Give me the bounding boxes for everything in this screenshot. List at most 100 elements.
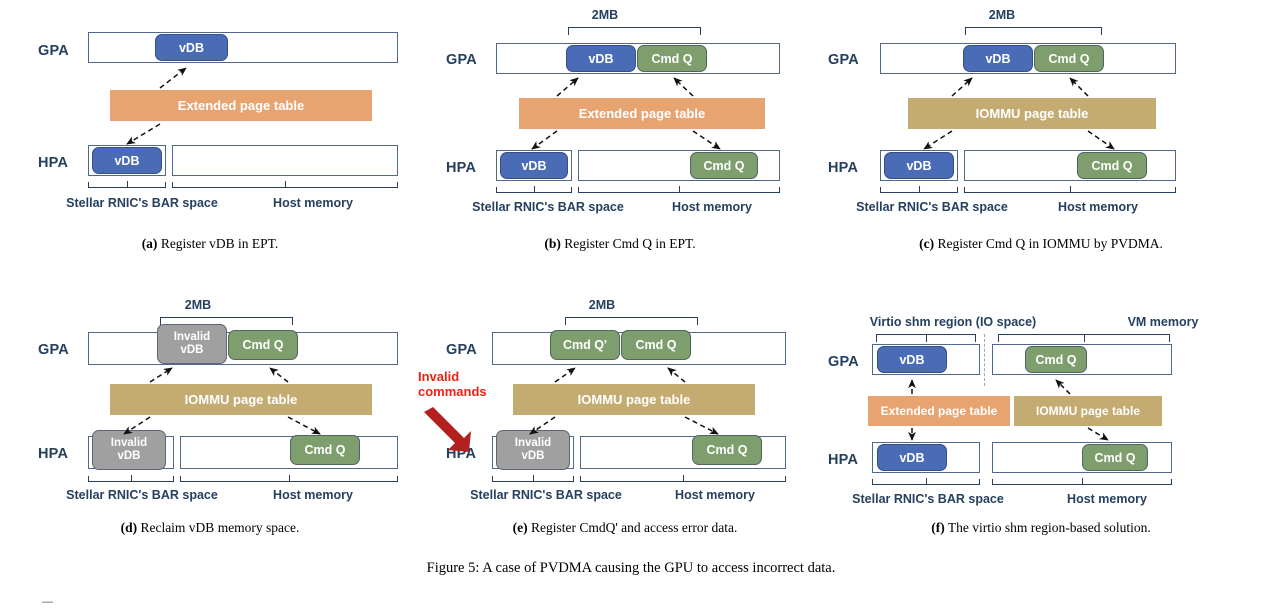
size-label-c: 2MB [988, 8, 1016, 22]
hpa-label-c: HPA [828, 160, 859, 176]
hpa-label-a: HPA [38, 155, 69, 171]
iommu-bar-d: IOMMU page table [110, 384, 372, 415]
gpa-block-vdb-c: vDB [963, 45, 1033, 72]
panel-a-caption-text: Register vDB in EPT. [160, 236, 279, 251]
panel-c-caption: (c) Register Cmd Q in IOMMU by PVDMA. [820, 236, 1262, 252]
panel-b: 2MB GPA vDB Cmd Q Extended page table HP… [420, 0, 820, 260]
invalid-commands-annotation: Invalid commands [418, 369, 487, 399]
bar-space-label-b: Stellar RNIC's BAR space [472, 200, 624, 214]
hpa-block-invalid-vdb-e: Invalid vDB [496, 430, 570, 470]
bracket-bar-space-d [88, 474, 174, 482]
gpa-block-vdb-a: vDB [155, 34, 228, 61]
invalid-line1-d: Invalid [173, 331, 211, 344]
arrows-b [531, 77, 721, 150]
gpa-label-c: GPA [828, 52, 859, 68]
bar-space-label-d: Stellar RNIC's BAR space [66, 488, 218, 502]
hpa-host-memory-d [180, 436, 398, 469]
gpa-block-cmdq-e: Cmd Q [621, 330, 691, 360]
arrows-c [923, 77, 1115, 150]
hpa-block-vdb-b: vDB [500, 152, 568, 179]
hpa-label-d: HPA [38, 446, 69, 462]
bracket-bar-space-f [872, 477, 980, 485]
bracket-host-memory-b [578, 185, 780, 193]
panel-a: GPA vDB Extended page table HPA vDB Stel… [0, 0, 420, 260]
panel-f-tag: (f) [931, 520, 945, 535]
iommu-bar-c: IOMMU page table [908, 98, 1156, 129]
hpa-block-vdb-f: vDB [877, 444, 947, 471]
panel-d-caption: (d) Reclaim vDB memory space. [0, 520, 420, 536]
ept-bar-f: Extended page table [868, 396, 1010, 426]
bracket-bar-space-a [88, 180, 166, 188]
ept-bar-b: Extended page table [519, 98, 765, 129]
bracket-bar-space-c [880, 185, 958, 193]
bar-space-label-c: Stellar RNIC's BAR space [856, 200, 1008, 214]
corner-mark: — [42, 596, 53, 608]
host-memory-label-c: Host memory [1058, 200, 1138, 214]
panel-d: 2MB GPA Invalid vDB Cmd Q IOMMU page tab… [0, 292, 420, 542]
gpa-label-a: GPA [38, 43, 69, 59]
invalid-line2-d: vDB [180, 344, 204, 356]
panel-d-tag: (d) [120, 520, 138, 535]
bracket-host-memory-e [580, 474, 786, 482]
size-label-d: 2MB [184, 298, 212, 312]
panel-b-caption-text: Register Cmd Q in EPT. [564, 236, 696, 251]
gpa-block-vdb-f: vDB [877, 346, 947, 373]
hpa-block-cmdq-e: Cmd Q [692, 435, 762, 465]
invalid-commands-line2: commands [418, 383, 487, 399]
panel-e-tag: (e) [512, 520, 528, 535]
host-memory-label-e: Host memory [675, 488, 755, 502]
hpa-label-f: HPA [828, 452, 859, 468]
bracket-host-memory-c [964, 185, 1176, 193]
panel-c-tag: (c) [919, 236, 935, 251]
panel-e: 2MB GPA Cmd Q' Cmd Q IOMMU page table In… [418, 292, 830, 542]
panel-a-tag: (a) [141, 236, 158, 251]
gpa-block-cmdq-d: Cmd Q [228, 330, 298, 360]
gpa-label-e: GPA [446, 342, 477, 358]
bracket-virtio-f [876, 334, 976, 342]
host-memory-label-f: Host memory [1067, 492, 1147, 506]
panel-b-caption: (b) Register Cmd Q in EPT. [420, 236, 820, 252]
gpa-block-cmdq-prime-e: Cmd Q' [550, 330, 620, 360]
panel-f-caption-text: The virtio shm region-based solution. [947, 520, 1151, 535]
size-label-e: 2MB [588, 298, 616, 312]
invalid-line2-hpa-d: vDB [117, 450, 141, 462]
region-divider-f [984, 334, 985, 386]
gpa-bar-a [88, 32, 398, 63]
hpa-block-cmdq-d: Cmd Q [290, 435, 360, 465]
host-memory-label-b: Host memory [672, 200, 752, 214]
iommu-bar-e: IOMMU page table [513, 384, 755, 415]
hpa-host-memory-a [172, 145, 398, 176]
hpa-label-b: HPA [446, 160, 477, 176]
virtio-shm-label-f: Virtio shm region (IO space) [869, 315, 1037, 329]
bracket-host-memory-d [180, 474, 398, 482]
invalid-commands-line1: Invalid [418, 369, 460, 384]
bar-space-label-a: Stellar RNIC's BAR space [66, 196, 218, 210]
panel-f: Virtio shm region (IO space) VM memory G… [820, 292, 1262, 542]
bracket-bar-space-b [496, 185, 572, 193]
panel-b-tag: (b) [544, 236, 561, 251]
gpa-block-cmdq-c: Cmd Q [1034, 45, 1104, 72]
ept-bar-a: Extended page table [110, 90, 372, 121]
hpa-block-invalid-vdb-d: Invalid vDB [92, 430, 166, 470]
panel-e-caption: (e) Register CmdQ' and access error data… [420, 520, 830, 536]
bracket-host-memory-a [172, 180, 398, 188]
gpa-block-cmdq-f: Cmd Q [1025, 346, 1087, 373]
bracket-vm-memory-f [998, 334, 1170, 342]
gpa-label-b: GPA [446, 52, 477, 68]
bracket-2mb-b [568, 27, 701, 35]
panel-a-caption: (a) Register vDB in EPT. [0, 236, 420, 252]
panel-e-caption-text: Register CmdQ' and access error data. [531, 520, 738, 535]
host-memory-label-d: Host memory [273, 488, 353, 502]
hpa-block-cmdq-b: Cmd Q [690, 152, 758, 179]
size-label-b: 2MB [591, 8, 619, 22]
hpa-block-vdb-c: vDB [884, 152, 954, 179]
invalid-line1-hpa-d: Invalid [110, 437, 148, 450]
bracket-bar-space-e [492, 474, 574, 482]
figure-caption: Figure 5: A case of PVDMA causing the GP… [426, 560, 836, 576]
panel-c: 2MB GPA vDB Cmd Q IOMMU page table HPA v… [820, 0, 1262, 260]
hpa-block-cmdq-c: Cmd Q [1077, 152, 1147, 179]
panel-f-caption: (f) The virtio shm region-based solution… [820, 520, 1262, 536]
bar-space-label-e: Stellar RNIC's BAR space [470, 488, 622, 502]
gpa-label-f: GPA [828, 354, 859, 370]
